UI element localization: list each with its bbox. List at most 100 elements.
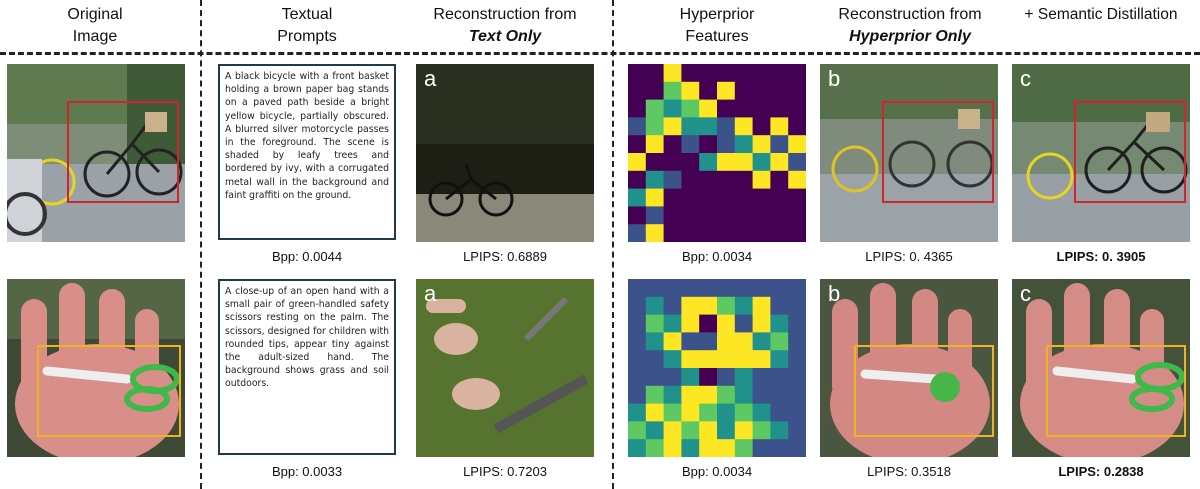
heatmap-cell [681,153,700,172]
heatmap-cell [717,350,736,369]
heatmap-cell [645,385,665,405]
highlight-box-red [67,101,179,203]
label-c: c [1020,281,1031,306]
heatmap-cell [717,279,736,298]
heatmap-cell [663,368,682,387]
heatmap-cell [752,206,771,225]
heatmap-cell [628,81,647,101]
heatmap-cell [770,64,789,83]
heatmap-cell [788,64,806,83]
heatmap-cell [645,117,665,136]
heatmap-cell [734,439,754,457]
label-c: c [1020,66,1031,91]
heatmap-cell [663,188,682,207]
label-b: b [828,66,841,91]
heatmap-cell [663,296,682,316]
heatmap-cell [699,81,718,101]
heatmap-cell [788,206,806,225]
heatmap-cell [645,332,665,351]
heatmap-cell [699,64,718,83]
heatmap-cell [645,188,665,207]
heatmap-cell [699,350,718,369]
header-recon-text-line1: Reconstruction from [433,6,577,23]
header-recon-hyper-line2: Hyperprior Only [849,28,971,45]
heatmap-cell [699,385,718,405]
heatmap-cell [734,224,754,242]
heatmap-cell [734,188,754,207]
semantic-recon-bicycles: c [1012,64,1190,242]
heatmap-cell [699,99,718,118]
heatmap-cell [770,224,789,242]
heatmap-cell [752,153,771,172]
heatmap-cell [734,153,754,172]
heatmap-cell [628,117,647,136]
hyperprior-heatmap-bicycles [628,64,806,242]
heatmap-cell [699,224,718,242]
heatmap-cell [788,135,806,154]
semantic-lpips-hand-scissors: LPIPS: 0.2838 [1058,464,1144,479]
heatmap-cell [788,332,806,351]
header-recon-hyper-line1: Reconstruction from [838,6,982,23]
heatmap-cell [770,403,789,422]
highlight-box-yellow [37,345,181,437]
heatmap-cell [734,368,754,387]
heatmap-cell [681,135,700,154]
hyperprior-recon-lpips-hand-scissors: LPIPS: 0.3518 [867,464,951,479]
heatmap-cell [770,188,789,207]
heatmap-cell [734,314,754,333]
heatmap-grid-hand-scissors [628,279,806,457]
heatmap-cell [717,153,736,172]
heatmap-cell [645,81,665,101]
heatmap-cell [645,135,665,154]
heatmap-cell [645,421,665,440]
heatmap-cell [770,332,789,351]
heatmap-cell [663,439,682,457]
heatmap-cell [681,279,700,298]
heatmap-cell [788,439,806,457]
text-prompt-hand-scissors: A close-up of an open hand with a small … [218,279,396,455]
heatmap-cell [663,314,682,333]
heatmap-cell [734,81,754,101]
heatmap-cell [681,385,700,405]
heatmap-cell [681,368,700,387]
header-semantic-distillation: + Semantic Distillation [1024,6,1178,23]
heatmap-cell [770,99,789,118]
heatmap-cell [734,117,754,136]
heatmap-cell [770,350,789,369]
text-recon-lpips-hand-scissors: LPIPS: 0.7203 [463,464,547,479]
heatmap-cell [699,296,718,316]
heatmap-cell [681,206,700,225]
header-recon-text-only: Reconstruction from Text Only [410,4,600,48]
heatmap-cell [699,170,718,190]
heatmap-cell [681,117,700,136]
heatmap-cell [699,279,718,298]
heatmap-cell [752,350,771,369]
heatmap-cell [752,224,771,242]
heatmap-cell [663,64,682,83]
heatmap-cell [663,135,682,154]
heatmap-cell [752,439,771,457]
header-original-image: Original Image [67,6,123,45]
heatmap-cell [699,117,718,136]
heatmap-cell [717,439,736,457]
heatmap-cell [788,117,806,136]
heatmap-cell [645,439,665,457]
heatmap-cell [734,135,754,154]
heatmap-cell [628,296,647,316]
heatmap-cell [663,224,682,242]
heatmap-cell [770,385,789,405]
hyperprior-recon-hand-scissors: b [820,279,998,457]
heatmap-cell [717,99,736,118]
hyperprior-recon-bicycles: b [820,64,998,242]
heatmap-cell [788,153,806,172]
heatmap-cell [734,170,754,190]
heatmap-cell [770,368,789,387]
heatmap-cell [770,279,789,298]
heatmap-cell [645,279,665,298]
heatmap-cell [734,403,754,422]
prompt-bpp-bicycles: Bpp: 0.0044 [271,249,343,264]
heatmap-cell [752,81,771,101]
heatmap-cell [788,188,806,207]
heatmap-cell [788,279,806,298]
heatmap-cell [663,99,682,118]
